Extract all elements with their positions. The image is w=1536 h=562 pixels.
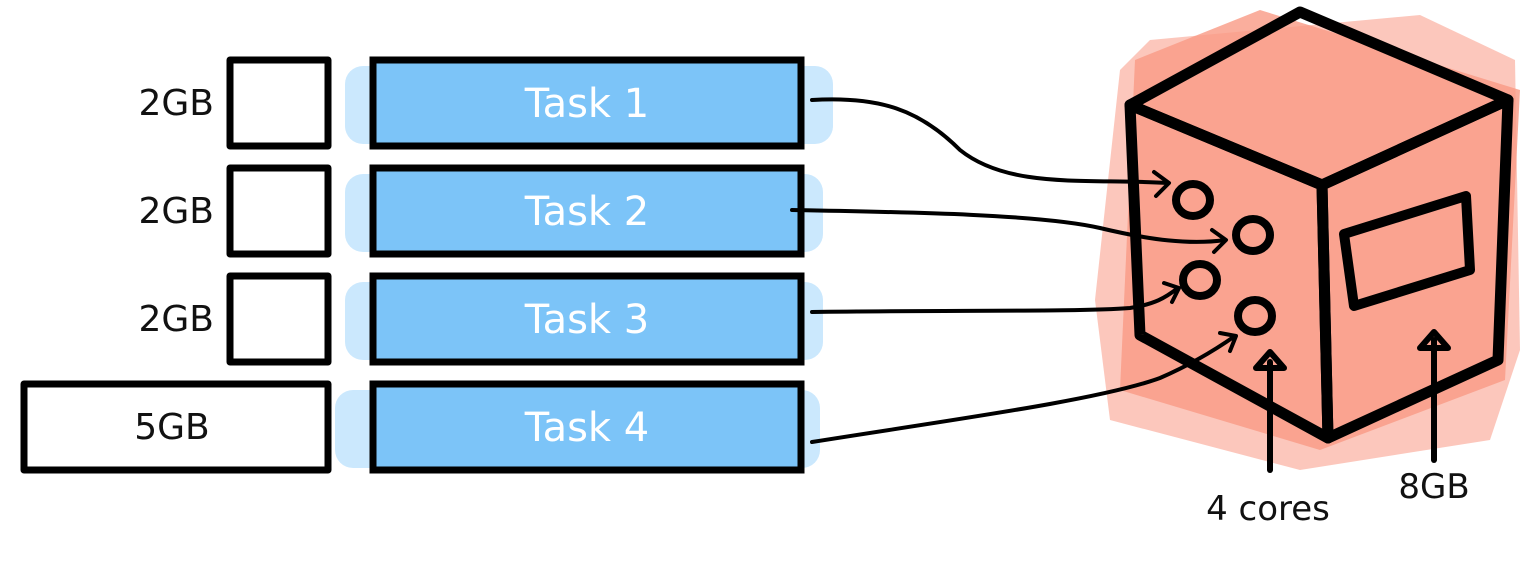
connector-task-4 (810, 334, 1237, 444)
task-bar-2: Task 2 (345, 164, 823, 258)
memory-label-task-4: 5GB (134, 407, 210, 448)
connectors (790, 97, 1238, 444)
connector-task-3 (810, 286, 1180, 314)
task-column: Task 1 Task 2 Task 3 Task 4 (335, 56, 833, 474)
task-label-4: Task 4 (524, 405, 650, 451)
task-label-2: Task 2 (524, 189, 650, 235)
task-label-3: Task 3 (524, 297, 650, 343)
machine-memory-label: 8GB (1398, 467, 1469, 507)
memory-box-task-3 (226, 272, 332, 366)
task-label-1: Task 1 (524, 81, 650, 127)
connector-task-1 (810, 97, 1170, 185)
task-bar-1: Task 1 (345, 56, 833, 150)
connector-task-2 (790, 208, 1227, 244)
core-1 (1172, 180, 1214, 220)
memory-box-task-2 (226, 164, 332, 258)
core-3 (1179, 260, 1221, 300)
memory-label-task-3: 2GB (139, 299, 215, 340)
task-bar-4: Task 4 (335, 380, 820, 474)
memory-label-task-2: 2GB (139, 191, 215, 232)
memory-box-task-4 (20, 380, 332, 474)
memory-column: 2GB 2GB 2GB 5GB (20, 56, 332, 474)
task-bar-3: Task 3 (345, 272, 823, 366)
memory-label-task-1: 2GB (139, 83, 215, 124)
cores-label: 4 cores (1206, 489, 1330, 529)
core-4 (1234, 296, 1276, 336)
capacity-annotations: 4 cores 8GB (1206, 329, 1470, 529)
memory-slot (1339, 191, 1475, 311)
memory-box-task-1 (226, 56, 332, 150)
core-2 (1232, 215, 1274, 255)
cube-right-face (1316, 94, 1514, 444)
